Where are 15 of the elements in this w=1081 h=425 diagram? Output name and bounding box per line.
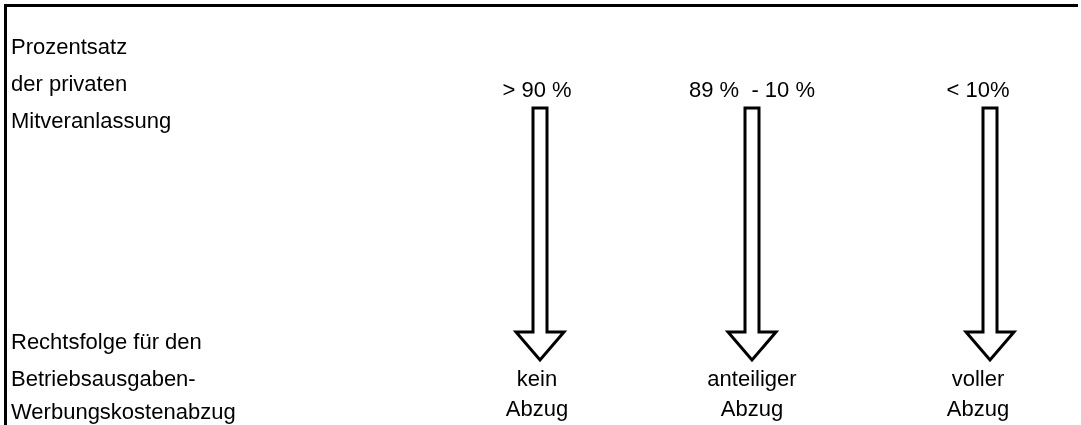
- down-arrow: [512, 106, 568, 363]
- down-arrow: [962, 106, 1018, 363]
- row-heading: Werbungskostenabzug: [11, 400, 236, 424]
- consequence-text: anteiliger Abzug: [706, 365, 798, 423]
- percentage-text: > 90 %: [502, 78, 572, 102]
- consequence-text: voller Abzug: [945, 365, 1011, 423]
- consequence-text: kein Abzug: [504, 365, 570, 423]
- row-heading: Rechtsfolge für den: [11, 330, 202, 354]
- percentage-text: 89 % - 10 %: [689, 78, 815, 102]
- row-heading: Mitveranlassung: [11, 109, 172, 133]
- down-arrow: [724, 106, 780, 363]
- row-heading: der privaten: [11, 72, 128, 96]
- row-heading: Prozentsatz: [11, 35, 128, 59]
- percentage-text: < 10%: [946, 78, 1010, 102]
- row-heading: Betriebsausgaben-: [11, 367, 196, 391]
